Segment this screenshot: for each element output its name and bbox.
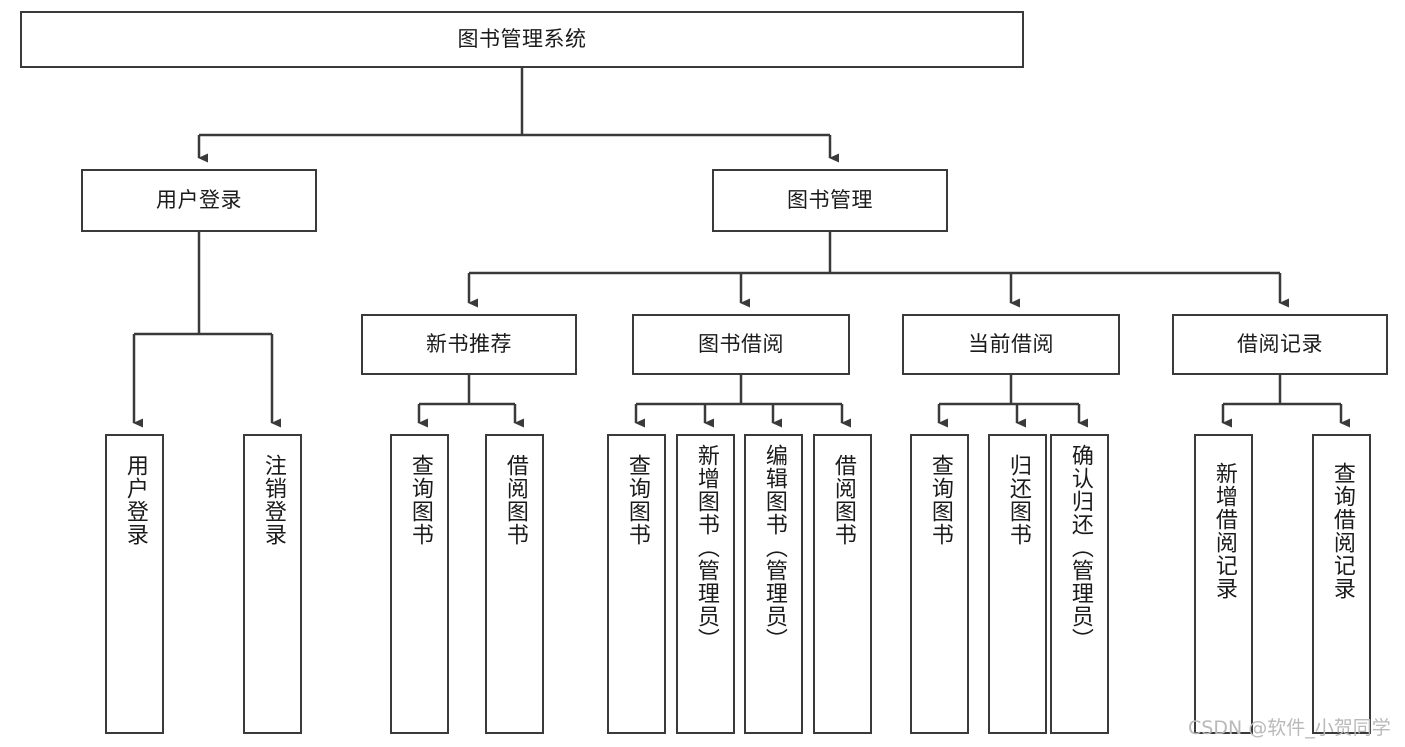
edge-bookborrow-to-leaves bbox=[634, 375, 851, 428]
node-root-label: 图书管理系统 bbox=[457, 26, 587, 51]
node-current-borrow[interactable]: 当前借阅 bbox=[902, 314, 1120, 375]
node-user-login[interactable]: 用户登录 bbox=[81, 169, 317, 232]
node-new-book-rec[interactable]: 新书推荐 bbox=[361, 314, 577, 375]
node-leaf-confirm-return[interactable]: 确认归还（管理员） bbox=[1050, 434, 1109, 734]
node-leaf-query-book-cur[interactable]: 查询图书 bbox=[910, 434, 969, 734]
edge-bookmanage-to-level3 bbox=[467, 232, 1289, 308]
node-leaf-edit-book-label: 编辑图书（管理员） bbox=[761, 444, 787, 651]
node-leaf-query-book-rec[interactable]: 查询图书 bbox=[390, 434, 449, 734]
node-borrow-record[interactable]: 借阅记录 bbox=[1172, 314, 1388, 375]
node-user-login-label: 用户登录 bbox=[156, 187, 242, 212]
edge-currentborrow-to-leaves bbox=[937, 375, 1088, 428]
edge-userlogin-to-leaves bbox=[132, 232, 281, 428]
node-leaf-query-book-borrow[interactable]: 查询图书 bbox=[607, 434, 666, 734]
node-new-book-rec-label: 新书推荐 bbox=[426, 331, 512, 356]
node-leaf-return-book[interactable]: 归还图书 bbox=[988, 434, 1047, 734]
node-leaf-edit-book[interactable]: 编辑图书（管理员） bbox=[744, 434, 803, 734]
node-leaf-confirm-return-label: 确认归还（管理员） bbox=[1067, 444, 1093, 651]
edge-root-to-level2 bbox=[197, 68, 839, 163]
node-leaf-user-login[interactable]: 用户登录 bbox=[105, 434, 164, 734]
node-leaf-add-book[interactable]: 新增图书（管理员） bbox=[676, 434, 735, 734]
node-book-manage-label: 图书管理 bbox=[787, 187, 873, 212]
node-root[interactable]: 图书管理系统 bbox=[20, 11, 1024, 68]
node-leaf-user-logout-label: 注销登录 bbox=[260, 454, 286, 546]
node-leaf-query-record[interactable]: 查询借阅记录 bbox=[1312, 434, 1371, 734]
edge-newbookrec-to-leaves bbox=[417, 375, 524, 428]
node-leaf-add-record[interactable]: 新增借阅记录 bbox=[1194, 434, 1253, 734]
node-leaf-add-record-label: 新增借阅记录 bbox=[1211, 462, 1237, 600]
node-leaf-borrow-book-rec[interactable]: 借阅图书 bbox=[485, 434, 544, 734]
node-leaf-query-record-label: 查询借阅记录 bbox=[1329, 462, 1355, 600]
node-book-borrow[interactable]: 图书借阅 bbox=[632, 314, 850, 375]
node-leaf-return-book-label: 归还图书 bbox=[1005, 454, 1031, 546]
node-leaf-borrow-book-label: 借阅图书 bbox=[830, 454, 856, 546]
node-leaf-user-logout[interactable]: 注销登录 bbox=[243, 434, 302, 734]
node-leaf-user-login-label: 用户登录 bbox=[122, 454, 148, 546]
node-leaf-query-book-rec-label: 查询图书 bbox=[407, 454, 433, 546]
node-book-borrow-label: 图书借阅 bbox=[698, 331, 784, 356]
edge-borrowrecord-to-leaves bbox=[1221, 375, 1350, 428]
node-leaf-borrow-book[interactable]: 借阅图书 bbox=[813, 434, 872, 734]
node-leaf-borrow-book-rec-label: 借阅图书 bbox=[502, 454, 528, 546]
node-leaf-query-book-cur-label: 查询图书 bbox=[927, 454, 953, 546]
node-leaf-query-book-borrow-label: 查询图书 bbox=[624, 454, 650, 546]
node-leaf-add-book-label: 新增图书（管理员） bbox=[693, 444, 719, 651]
node-book-manage[interactable]: 图书管理 bbox=[712, 169, 948, 232]
csdn-watermark: CSDN @软件_小贺同学 bbox=[1188, 717, 1391, 739]
node-borrow-record-label: 借阅记录 bbox=[1237, 331, 1323, 356]
node-current-borrow-label: 当前借阅 bbox=[968, 331, 1054, 356]
